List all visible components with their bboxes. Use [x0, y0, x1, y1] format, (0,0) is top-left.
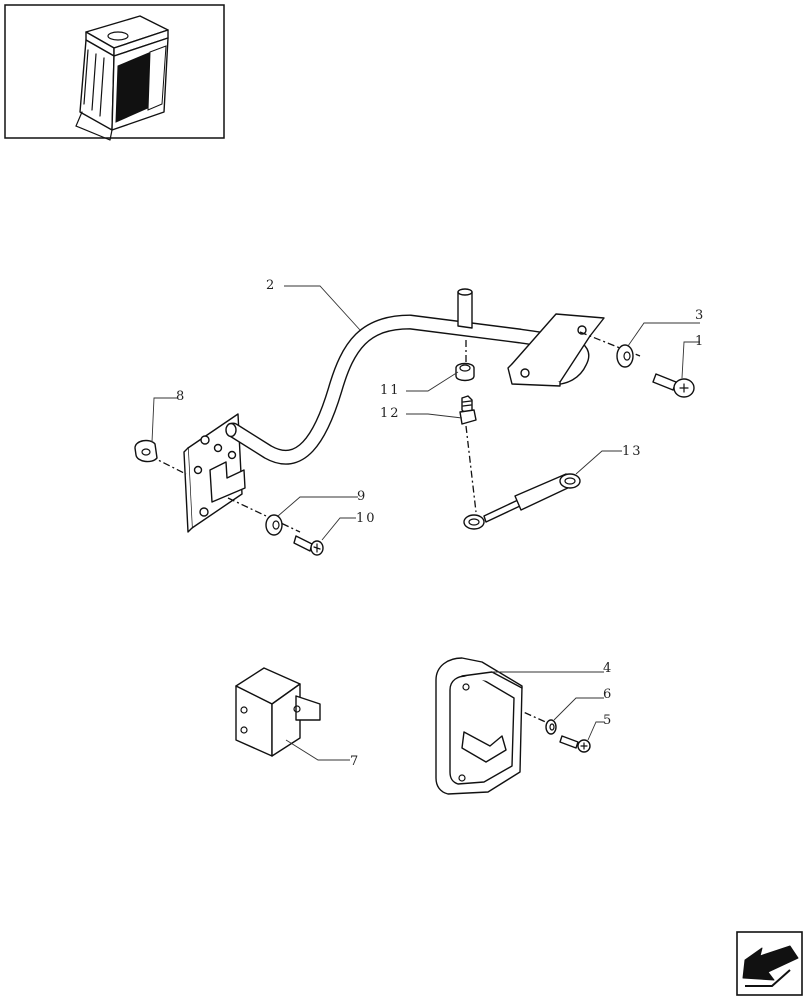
leader-7 [285, 739, 350, 761]
cab-thumbnail[interactable] [4, 4, 225, 141]
leader-9 [277, 496, 358, 517]
screw-5[interactable] [559, 735, 591, 753]
left-bracket[interactable] [183, 413, 246, 533]
handrail-assembly [183, 288, 605, 533]
callout-9[interactable]: 9 [357, 489, 367, 504]
washer-6[interactable] [545, 719, 557, 735]
leader-1 [681, 341, 700, 379]
washer-3[interactable] [616, 344, 634, 368]
callout-8[interactable]: 8 [176, 389, 186, 404]
striker-block-7[interactable] [235, 667, 321, 757]
leader-12 [406, 413, 463, 419]
callout-1[interactable]: 1 [695, 334, 705, 349]
door-lock-4[interactable] [435, 657, 523, 795]
gas-strut-13[interactable] [463, 473, 581, 530]
leader-3 [627, 322, 700, 347]
callout-2[interactable]: 2 [266, 278, 276, 293]
callout-12[interactable]: 12 [380, 406, 401, 421]
callout-11[interactable]: 11 [380, 383, 401, 398]
callout-6[interactable]: 6 [603, 687, 613, 702]
cab-icon [75, 15, 169, 141]
callout-3[interactable]: 3 [695, 308, 705, 323]
callout-4[interactable]: 4 [603, 661, 613, 676]
nut-8[interactable] [134, 439, 158, 463]
leader-5 [587, 721, 604, 741]
arrow-icon [742, 945, 799, 987]
stud-12[interactable] [459, 395, 477, 425]
bushing-11[interactable] [455, 362, 475, 382]
next-page-button[interactable] [736, 931, 803, 996]
leader-10 [321, 517, 356, 541]
screw-10[interactable] [293, 535, 324, 556]
axis-left-screw [227, 497, 301, 533]
washer-9[interactable] [265, 514, 283, 536]
leader-2 [284, 285, 361, 331]
callout-5[interactable]: 5 [603, 713, 613, 728]
callout-13[interactable]: 13 [622, 444, 643, 459]
right-bracket[interactable] [507, 313, 605, 387]
handrail-tube[interactable] [225, 288, 590, 465]
bolt-1[interactable] [652, 373, 695, 398]
axis-right-bolt [579, 331, 641, 357]
leader-6 [553, 697, 604, 721]
leader-8 [151, 397, 178, 443]
callout-7[interactable]: 7 [350, 754, 360, 769]
leader-13 [575, 450, 622, 475]
callout-10[interactable]: 10 [356, 511, 377, 526]
axis-strut [465, 425, 477, 513]
leader-11 [406, 371, 459, 392]
